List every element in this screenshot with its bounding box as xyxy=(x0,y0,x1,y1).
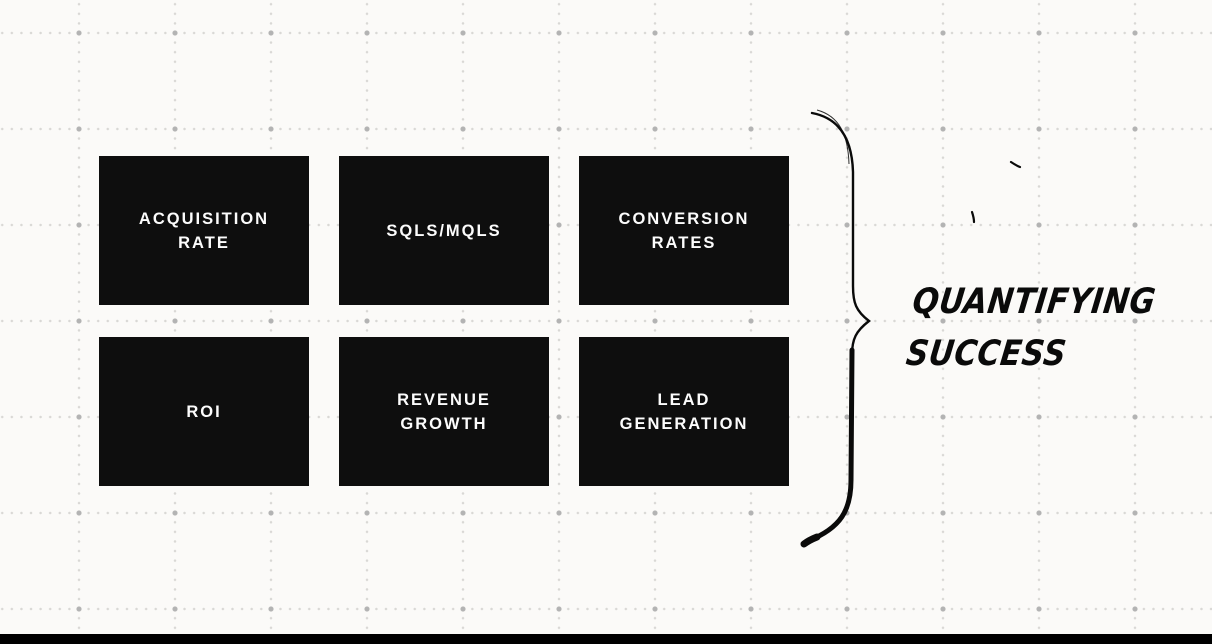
kpi-box-acquisition-rate: ACQUISITION RATE xyxy=(99,156,309,305)
kpi-box-revenue-growth: REVENUE GROWTH xyxy=(339,337,549,486)
kpi-label-line: GROWTH xyxy=(400,414,488,433)
kpi-box-roi: ROI xyxy=(99,337,309,486)
kpi-label-line: REVENUE xyxy=(397,390,491,409)
kpi-box-conversion-rates: CONVERSION RATES xyxy=(579,156,789,305)
kpi-box-lead-generation: LEAD GENERATION xyxy=(579,337,789,486)
kpi-box-label: CONVERSION RATES xyxy=(619,207,750,255)
kpi-label-line: CONVERSION xyxy=(618,209,750,228)
kpi-box-label: ACQUISITION RATE xyxy=(139,207,269,255)
title-line: QUANTIFYING xyxy=(910,282,1158,322)
curly-brace-icon xyxy=(800,109,871,548)
kpi-box-label: LEAD GENERATION xyxy=(620,388,749,436)
kpi-label-line: SQLS/MQLS xyxy=(386,221,502,240)
kpi-label-line: RATE xyxy=(178,233,230,252)
kpi-box-label: REVENUE GROWTH xyxy=(397,388,491,436)
kpi-label-line: RATES xyxy=(651,233,717,252)
sketch-tick-icon xyxy=(970,210,976,224)
kpi-box-label: ROI xyxy=(186,400,221,424)
bottom-bar xyxy=(0,634,1212,644)
kpi-label-line: LEAD xyxy=(657,390,711,409)
title-quantifying-success: QUANTIFYING SUCCESS xyxy=(903,276,1158,380)
kpi-label-line: ACQUISITION xyxy=(138,209,270,228)
title-line: SUCCESS xyxy=(903,334,1069,374)
kpi-label-line: ROI xyxy=(186,402,222,421)
kpi-label-line: GENERATION xyxy=(619,414,749,433)
kpi-box-label: SQLS/MQLS xyxy=(386,219,501,243)
kpi-box-sqls-mqls: SQLS/MQLS xyxy=(339,156,549,305)
sketch-tick-icon xyxy=(1009,160,1022,169)
